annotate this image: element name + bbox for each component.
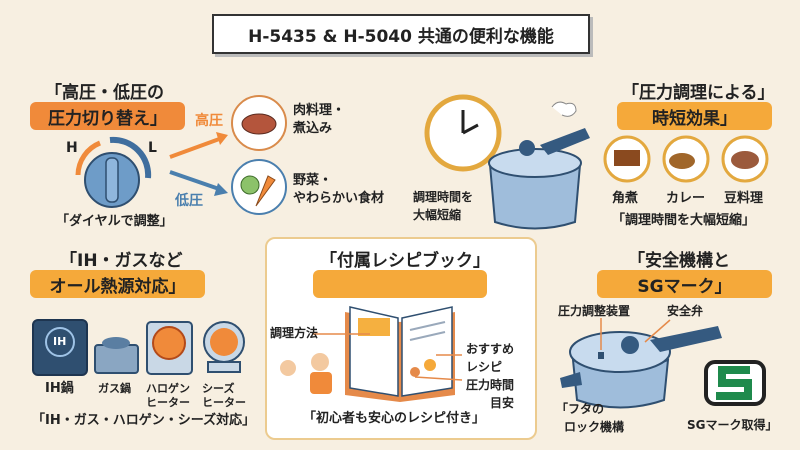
recipe-recommend-label: おすすめレシピ <box>466 342 515 374</box>
timesave-band: 時短効果」 <box>617 102 772 130</box>
high-food-text: 肉料理・煮込み <box>293 103 346 136</box>
lid-lock-label: 「フタのロック機構 <box>556 402 625 434</box>
dish-label: 豆料理 <box>724 191 764 206</box>
dial-l-label: L <box>148 140 157 156</box>
page-title: H-5435 & H-5040 共通の便利な機能 <box>212 14 590 54</box>
recipe-method-label: 調理方法 <box>270 326 319 340</box>
safety-heading: 「安全機構と <box>628 251 730 271</box>
heat-source-label: ハロゲンヒーター <box>146 382 190 409</box>
high-pressure-label: 高圧 <box>195 113 223 129</box>
recipe-time-label: 圧力時間目安 <box>466 378 515 410</box>
pressure-heading: 「高圧・低圧の <box>45 83 164 103</box>
low-pressure-label: 低圧 <box>175 193 203 209</box>
low-food-text: 野菜・やわらかい食材 <box>293 173 385 206</box>
heat-heading: 「IH・ガスなど <box>60 251 183 271</box>
dish-label: 角煮 <box>612 191 639 206</box>
dish-label: カレー <box>666 191 706 206</box>
heat-source-label: ガス鍋 <box>98 382 131 395</box>
recipe-caption: 「初心者も安心のレシピ付き」 <box>303 411 486 426</box>
recipe-heading: 「付属レシピブック」 <box>320 251 490 271</box>
heat-source-label: IH鍋 <box>45 381 74 396</box>
dial-caption: 「ダイヤルで調整」 <box>56 214 173 229</box>
sg-mark-label: SGマーク取得」 <box>687 418 778 432</box>
timesave-caption: 「調理時間を大幅短縮」 <box>612 213 756 228</box>
regulator-label: 圧力調整装置 <box>558 304 631 318</box>
heat-source-label: シーズヒーター <box>202 382 246 409</box>
pressure-band: 圧力切り替え」 <box>30 102 185 130</box>
timesave-heading: 「圧力調理による」 <box>622 83 775 103</box>
recipe-band <box>313 270 487 298</box>
timesave-side-text: 調理時間を大幅短縮 <box>413 190 474 222</box>
heat-band: オール熱源対応」 <box>30 270 205 298</box>
safety-valve-label: 安全弁 <box>667 304 704 318</box>
dial-h-label: H <box>66 140 78 156</box>
ih-label: IH <box>53 335 67 348</box>
heat-caption: 「IH・ガス・ハロゲン・シーズ対応」 <box>32 413 256 428</box>
safety-band: SGマーク」 <box>597 270 772 298</box>
